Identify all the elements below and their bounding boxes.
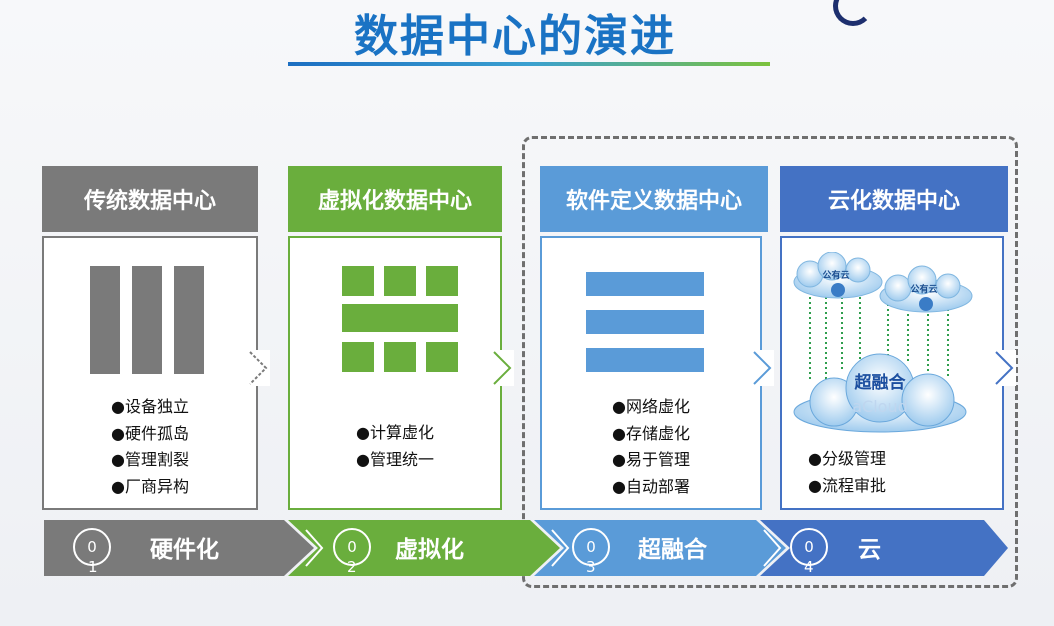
public-cloud-label: 公有云 xyxy=(822,269,849,281)
step-label-hardware: 硬件化 xyxy=(150,530,219,564)
bullet-item: ●分级管理 xyxy=(808,446,886,473)
notch-arrow-icon xyxy=(248,350,270,386)
server-bar-icon xyxy=(174,266,204,374)
notch-arrow-icon xyxy=(752,350,774,386)
acloud-label: aCloud xyxy=(852,397,908,416)
compute-block-icon xyxy=(426,342,458,372)
column-box-software-defined: ●网络虚化 ●存储虚化 ●易于管理 ●自动部署 xyxy=(540,236,762,510)
hyperconverged-core-label: 超融合 xyxy=(855,372,907,393)
bullet-item: ●管理统一 xyxy=(356,447,434,474)
page-title: 数据中心的演进 xyxy=(0,0,1030,64)
bullet-item: ●计算虚化 xyxy=(356,420,434,447)
hyperconverged-cloud-icon: 公有云 公有云 超融合 aCloud xyxy=(788,252,988,442)
column-box-virtualization: ●计算虚化 ●管理统一 xyxy=(288,236,502,510)
compute-block-icon xyxy=(342,304,458,332)
compute-block-icon xyxy=(342,266,374,296)
column-heading-cloud: 云化数据中心 xyxy=(780,166,1008,232)
notch-arrow-icon xyxy=(994,350,1016,386)
bullet-item: ●自动部署 xyxy=(612,474,690,501)
bullet-list: ●设备独立 ●硬件孤岛 ●管理割裂 ●厂商异构 xyxy=(44,394,256,500)
bullet-list: ●网络虚化 ●存储虚化 ●易于管理 ●自动部署 xyxy=(542,394,760,500)
bullet-list: ●计算虚化 ●管理统一 xyxy=(290,420,500,473)
bullet-item: ●管理割裂 xyxy=(111,447,189,474)
step-number-suffix: 2 xyxy=(347,558,357,576)
compute-block-icon xyxy=(384,342,416,372)
bullet-item: ●易于管理 xyxy=(612,447,690,474)
step-label-cloud: 云 xyxy=(858,530,881,564)
bullet-item: ●设备独立 xyxy=(111,394,189,421)
storage-layer-icon xyxy=(586,348,704,372)
step-number-suffix: 4 xyxy=(804,558,814,576)
bullet-item: ●存储虚化 xyxy=(612,421,690,448)
bullet-item: ●硬件孤岛 xyxy=(111,421,189,448)
server-bar-icon xyxy=(90,266,120,374)
notch-arrow-icon xyxy=(492,350,514,386)
storage-layer-icon xyxy=(586,272,704,296)
bullet-item: ●厂商异构 xyxy=(111,474,189,501)
column-heading-virtualization: 虚拟化数据中心 xyxy=(288,166,502,232)
bullet-item: ●流程审批 xyxy=(808,473,886,500)
step-number-suffix: 3 xyxy=(586,558,596,576)
column-box-cloud: 公有云 公有云 超融合 aCloud ●分级管理 ●流程审批 xyxy=(780,236,1004,510)
bullet-list: ●分级管理 ●流程审批 xyxy=(782,446,1028,499)
step-label-hyperconverged: 超融合 xyxy=(638,530,707,564)
title-underline xyxy=(288,62,770,66)
compute-block-icon xyxy=(342,342,374,372)
column-box-traditional: ●设备独立 ●硬件孤岛 ●管理割裂 ●厂商异构 xyxy=(42,236,258,510)
step-label-virtualization: 虚拟化 xyxy=(395,530,464,564)
column-heading-traditional: 传统数据中心 xyxy=(42,166,258,232)
public-cloud-label: 公有云 xyxy=(910,283,937,295)
storage-layer-icon xyxy=(586,310,704,334)
compute-block-icon xyxy=(426,266,458,296)
server-bar-icon xyxy=(132,266,162,374)
step-number-suffix: 1 xyxy=(88,558,98,576)
bullet-item: ●网络虚化 xyxy=(612,394,690,421)
compute-block-icon xyxy=(384,266,416,296)
column-heading-software-defined: 软件定义数据中心 xyxy=(540,166,768,232)
